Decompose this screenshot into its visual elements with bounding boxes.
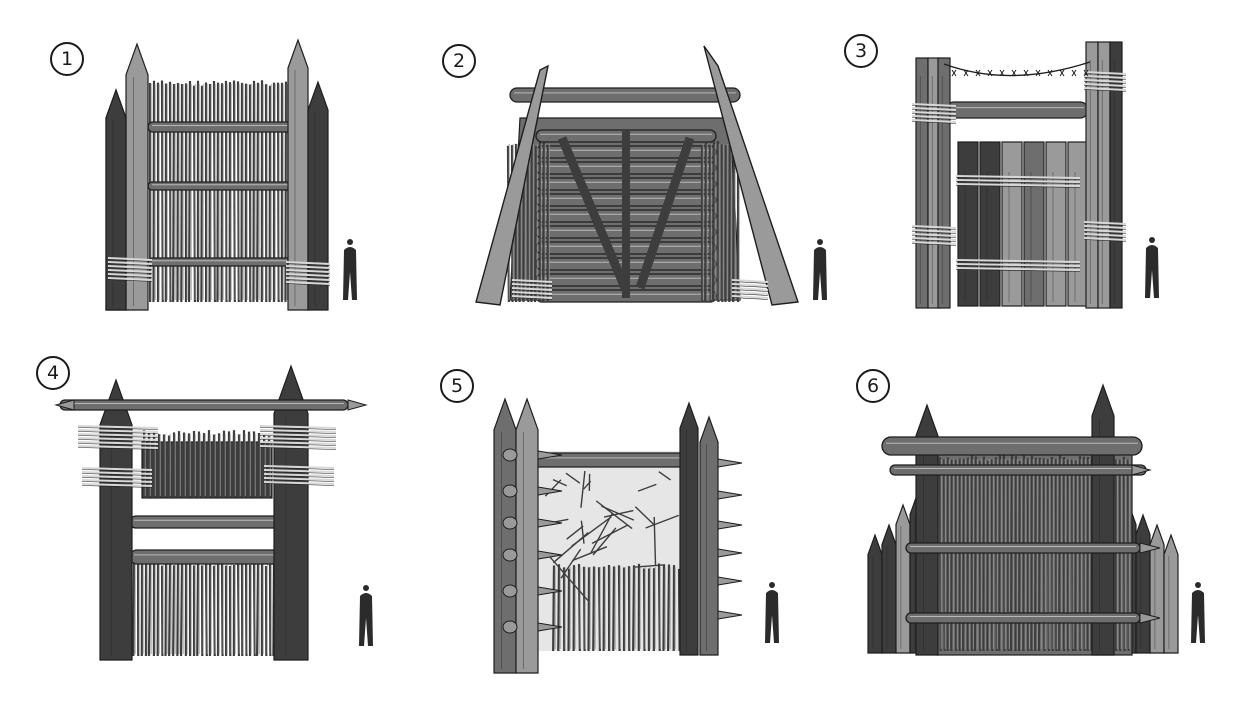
palisade-gate-sketch <box>105 38 357 311</box>
panel-2: 2 <box>440 30 840 370</box>
barbed-wire-gate-sketch <box>911 41 1159 309</box>
panel-number: 3 <box>844 34 878 68</box>
scale-figure-icon <box>1191 582 1205 643</box>
panel-number: 1 <box>50 42 84 76</box>
panel-6: 6 <box>850 355 1250 695</box>
panel-3: 3 <box>840 30 1240 370</box>
panel-number: 2 <box>442 44 476 78</box>
panel-4: 4 <box>30 350 430 690</box>
a-frame-gate-sketch <box>475 45 827 306</box>
panel-number: 6 <box>856 369 890 403</box>
scale-figure-icon <box>765 582 779 643</box>
watchtower-gate-sketch <box>54 364 373 661</box>
panel-number: 5 <box>440 369 474 403</box>
panel-5: 5 <box>438 355 838 695</box>
scale-figure-icon <box>813 239 827 300</box>
scale-figure-icon <box>359 585 373 646</box>
scale-figure-icon <box>343 239 357 300</box>
spiked-gate-sketch <box>493 397 779 674</box>
scale-figure-icon <box>1145 237 1159 298</box>
panel-1: 1 <box>40 30 440 370</box>
panel-number: 4 <box>36 356 70 390</box>
log-wall-gate-sketch <box>867 383 1205 656</box>
